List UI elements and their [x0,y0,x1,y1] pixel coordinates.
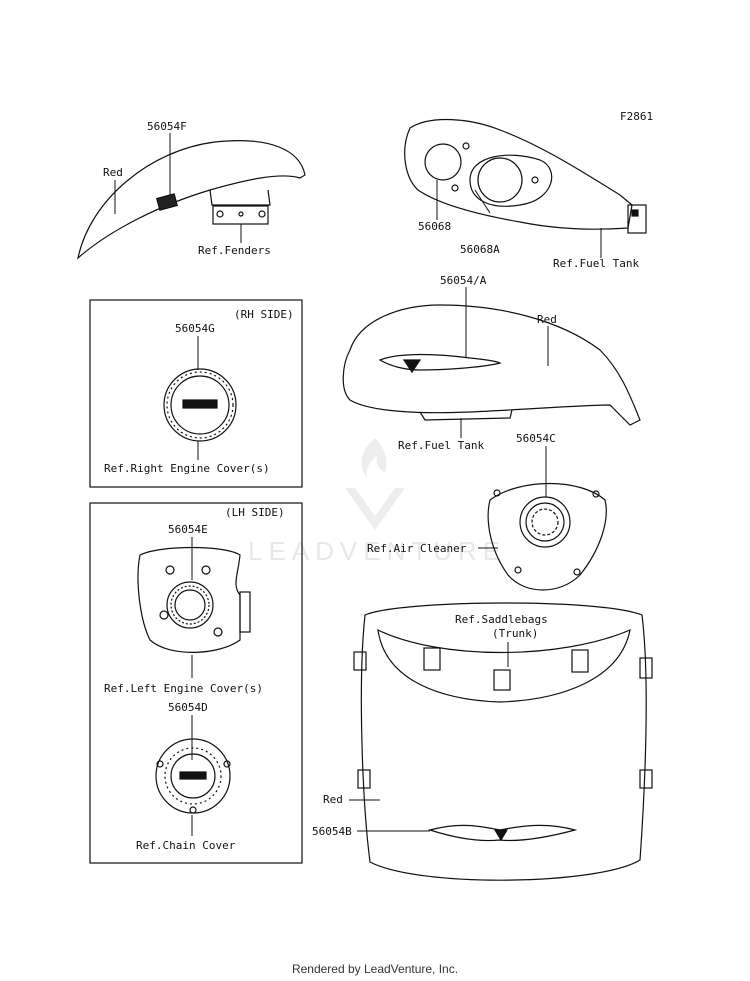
watermark-text: LEADVENTURE [248,536,506,566]
rear-fender [77,140,306,260]
part-56054A: 56054/A [440,274,487,287]
chain-cover [155,738,231,814]
ref-right-engine-cover: Ref.Right Engine Cover(s) [104,462,270,475]
ref-air-cleaner: Ref.Air Cleaner [367,542,467,555]
panel-rh-side [89,299,303,488]
footer-credit: Rendered by LeadVenture, Inc. [291,962,459,976]
ref-left-engine-cover: Ref.Left Engine Cover(s) [104,682,263,695]
part-56054D: 56054D [168,701,208,714]
panel-lh-side [89,502,303,864]
panel-rh-side-title: (RH SIDE) [234,308,294,321]
label-red-fender: Red [103,166,123,179]
part-56068: 56068 [418,220,451,233]
saddlebag-trunk [353,602,653,881]
part-56054E: 56054E [168,523,208,536]
part-56054G: 56054G [175,322,215,335]
fuel-tank-side [342,304,641,426]
fuel-tank-top [404,119,647,234]
leader-56068A [474,189,491,214]
ref-saddlebags: Ref.Saddlebags [455,613,548,626]
diagram-code: F2861 [620,110,653,123]
ref-fuel-tank-top: Ref.Fuel Tank [553,257,639,270]
part-56054F: 56054F [147,120,187,133]
watermark: LEADVENTURE [248,438,506,566]
panel-lh-side-title: (LH SIDE) [225,506,285,519]
part-56054B: 56054B [312,825,352,838]
label-red-tank: Red [537,313,557,326]
ref-fuel-tank: Ref.Fuel Tank [398,439,484,452]
ref-fenders: Ref.Fenders [198,244,271,257]
ref-chain-cover: Ref.Chain Cover [136,839,236,852]
right-engine-cover [163,368,237,442]
part-56068A: 56068A [460,243,500,256]
label-red-saddle: Red [323,793,343,806]
part-56054C: 56054C [516,432,556,445]
air-cleaner [487,482,607,591]
left-engine-cover [137,546,251,653]
ref-trunk: (Trunk) [492,627,538,640]
